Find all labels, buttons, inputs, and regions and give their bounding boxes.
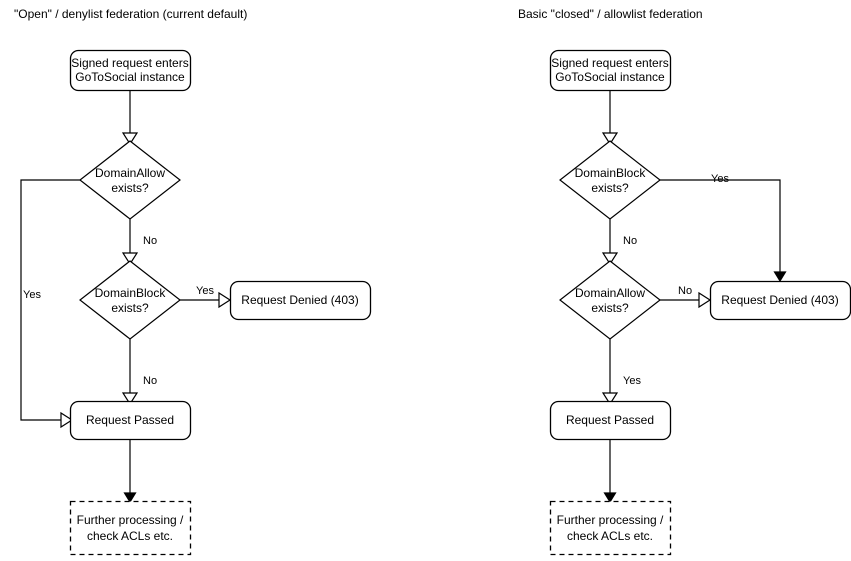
panel-open-denylist: "Open" / denylist federation (current de… xyxy=(14,7,372,556)
edge-entry-to-domainallow-left xyxy=(121,90,139,146)
edge-domainallow-yes-right: Yes xyxy=(601,339,641,406)
node-domainblock-right[interactable]: DomainBlock exists? xyxy=(559,140,661,220)
arrowhead-open-icon xyxy=(601,132,619,146)
node-entry-right-line2: GoToSocial instance xyxy=(555,70,665,84)
edge-domainallow-yes-left: Yes xyxy=(20,179,80,429)
edge-label-domainblock-no-right: No xyxy=(623,235,637,247)
node-further-processing-right-line1: Further processing / xyxy=(557,513,664,527)
node-further-processing-right-line2: check ACLs etc. xyxy=(567,529,653,543)
node-domainallow-left-line1: DomainAllow xyxy=(95,166,165,180)
node-further-processing-left-line2: check ACLs etc. xyxy=(87,529,173,543)
arrowhead-open-icon xyxy=(121,392,139,406)
node-request-denied-right[interactable]: Request Denied (403) xyxy=(709,280,851,321)
node-request-passed-right[interactable]: Request Passed xyxy=(549,400,672,441)
arrowhead-open-icon xyxy=(218,291,232,309)
node-domainblock-right-line1: DomainBlock xyxy=(575,166,647,180)
edge-domainblock-yes-right: Yes xyxy=(660,173,787,283)
edge-domainblock-no-right: No xyxy=(601,219,637,266)
edge-domainallow-no-right: No xyxy=(660,285,712,309)
arrowhead-filled-icon xyxy=(603,492,617,504)
node-entry-right-line1: Signed request enters xyxy=(551,56,668,70)
node-domainallow-left-line2: exists? xyxy=(111,181,149,195)
edge-domainblock-yes-left: Yes xyxy=(180,285,232,309)
node-request-denied-left-shape xyxy=(229,280,372,321)
arrowhead-open-icon xyxy=(698,291,712,309)
node-request-passed-left-label: Request Passed xyxy=(86,413,174,427)
arrowhead-open-icon xyxy=(121,132,139,146)
arrowhead-filled-icon xyxy=(123,492,137,504)
edge-label-domainallow-yes-right: Yes xyxy=(623,375,641,387)
panel-title-open-denylist: "Open" / denylist federation (current de… xyxy=(14,7,247,21)
node-further-processing-right-shape xyxy=(549,500,672,556)
node-domainallow-right-line1: DomainAllow xyxy=(575,286,645,300)
node-entry-right[interactable]: Signed request enters GoToSocial instanc… xyxy=(549,49,672,92)
node-request-passed-right-label: Request Passed xyxy=(566,413,654,427)
node-request-denied-right-label: Request Denied (403) xyxy=(721,293,838,307)
node-domainallow-left[interactable]: DomainAllow exists? xyxy=(79,140,181,220)
arrowhead-open-icon xyxy=(121,252,139,266)
edge-domainblock-no-left: No xyxy=(121,339,157,406)
node-request-denied-left[interactable]: Request Denied (403) xyxy=(229,280,372,321)
node-domainallow-right[interactable]: DomainAllow exists? xyxy=(559,260,661,340)
edge-domainallow-no-left: No xyxy=(121,219,157,266)
arrowhead-filled-icon xyxy=(773,271,787,283)
edge-label-domainallow-no-right: No xyxy=(678,285,692,297)
node-further-processing-left-line1: Further processing / xyxy=(77,513,184,527)
node-request-passed-left[interactable]: Request Passed xyxy=(69,400,192,441)
node-further-processing-right[interactable]: Further processing / check ACLs etc. xyxy=(549,500,672,556)
edge-passed-to-further-left xyxy=(123,439,137,504)
node-domainblock-left[interactable]: DomainBlock exists? xyxy=(79,260,181,340)
node-request-denied-left-label: Request Denied (403) xyxy=(241,293,358,307)
node-entry-left[interactable]: Signed request enters GoToSocial instanc… xyxy=(69,49,192,92)
arrowhead-open-icon xyxy=(601,392,619,406)
edge-label-domainallow-yes-left: Yes xyxy=(23,289,41,301)
edge-label-domainblock-no-left: No xyxy=(143,375,157,387)
node-further-processing-left[interactable]: Further processing / check ACLs etc. xyxy=(69,500,192,556)
arrowhead-open-icon xyxy=(601,252,619,266)
arrowhead-open-icon xyxy=(60,411,74,429)
node-domainblock-right-line2: exists? xyxy=(591,181,629,195)
edge-label-domainblock-yes-left: Yes xyxy=(196,285,214,297)
edge-label-domainallow-no-left: No xyxy=(143,235,157,247)
node-domainblock-left-line2: exists? xyxy=(111,301,149,315)
node-further-processing-left-shape xyxy=(69,500,192,556)
node-entry-left-line2: GoToSocial instance xyxy=(75,70,185,84)
node-entry-left-line1: Signed request enters xyxy=(71,56,188,70)
edge-label-domainblock-yes-right: Yes xyxy=(711,173,729,185)
panel-title-closed-allowlist: Basic "closed" / allowlist federation xyxy=(518,7,703,21)
edge-entry-to-domainblock-right xyxy=(601,90,619,146)
node-domainallow-right-line2: exists? xyxy=(591,301,629,315)
edge-passed-to-further-right xyxy=(603,439,617,504)
panel-closed-allowlist: Basic "closed" / allowlist federation Si… xyxy=(518,7,851,556)
node-domainblock-left-line1: DomainBlock xyxy=(95,286,167,300)
